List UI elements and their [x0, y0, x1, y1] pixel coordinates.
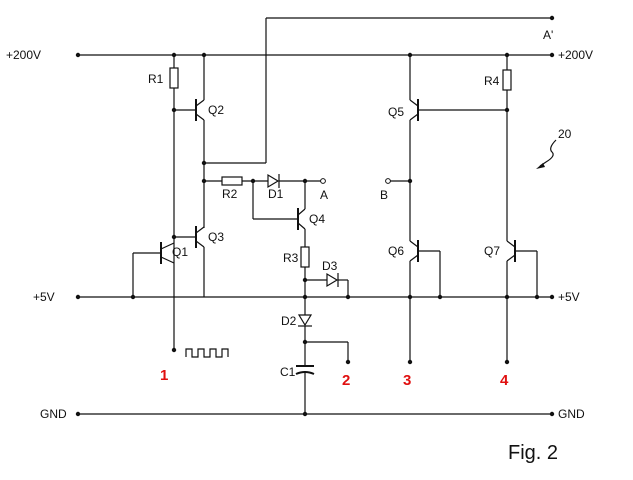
label-a-prime: A': [543, 28, 553, 42]
terminal-3-dot: [407, 359, 413, 365]
transistor-q6: [409, 240, 441, 297]
resistor-r3: [300, 246, 310, 268]
label-c1: C1: [280, 365, 296, 379]
terminal-2-dot: [345, 359, 351, 365]
label-terminal-2: 2: [342, 372, 350, 389]
label-5v-right: +5V: [558, 290, 580, 304]
transistor-q3: [174, 226, 205, 248]
label-terminal-1: 1: [160, 367, 168, 384]
label-q4: Q4: [309, 212, 325, 226]
label-node-a: A: [320, 188, 328, 202]
diode-d3: [326, 272, 339, 288]
label-q2: Q2: [208, 103, 224, 117]
label-d1: D1: [268, 187, 284, 201]
label-q1: Q1: [172, 245, 188, 259]
rail-200v: [75, 52, 555, 58]
label-q6: Q6: [388, 244, 404, 258]
label-reference-20: 20: [558, 127, 572, 141]
transistor-q2: [195, 99, 205, 121]
label-r3: R3: [283, 251, 299, 265]
reference-arrow-icon: [536, 139, 557, 169]
label-r4: R4: [484, 74, 500, 88]
label-q5: Q5: [388, 105, 404, 119]
label-q7: Q7: [484, 244, 500, 258]
label-node-b: B: [380, 188, 388, 202]
transistor-q4: [297, 208, 306, 230]
label-gnd-right: GND: [558, 407, 585, 421]
terminal-4-dot: [504, 359, 510, 365]
transistor-q5: [409, 99, 507, 121]
label-q3: Q3: [208, 230, 224, 244]
resistor-r4: [502, 55, 512, 241]
resistor-r2: [221, 176, 243, 186]
diode-d2: [297, 314, 313, 327]
capacitor-c1: [295, 365, 315, 375]
resistor-r1: [169, 55, 179, 350]
label-terminal-4: 4: [500, 372, 509, 389]
transistor-q7: [506, 240, 538, 297]
rail-a-prime: [204, 15, 555, 164]
rail-5v: [75, 294, 555, 300]
rail-gnd: [75, 411, 555, 417]
figure-label: Fig. 2: [508, 442, 558, 464]
square-wave-icon: [185, 348, 229, 358]
label-d3: D3: [322, 259, 338, 273]
node-a-terminal: [320, 178, 326, 184]
transistor-q1: [132, 242, 175, 297]
label-d2: D2: [281, 314, 297, 328]
diode-d1: [267, 173, 280, 189]
node-b-terminal: [385, 178, 391, 184]
terminal-1-dot: [171, 347, 177, 353]
label-gnd-left: GND: [40, 407, 67, 421]
label-200v-right: +200V: [558, 48, 593, 62]
label-terminal-3: 3: [403, 372, 411, 389]
label-200v-left: +200V: [6, 48, 41, 62]
label-r2: R2: [222, 187, 238, 201]
label-5v-left: +5V: [33, 290, 55, 304]
label-r1: R1: [148, 72, 164, 86]
